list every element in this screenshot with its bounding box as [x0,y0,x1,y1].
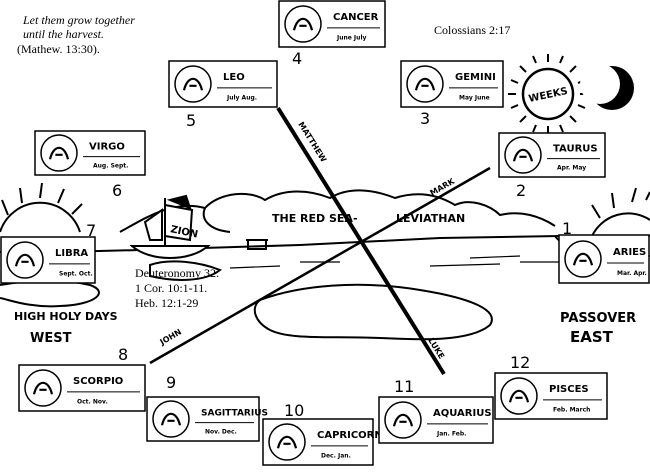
sign-card-gemini: GEMINI May June 3 [400,60,504,128]
virgin-icon-glyph [48,146,70,160]
ref-hebrews: Heb. 12:1-29 [135,296,198,310]
sign-name: TAURUS [553,143,598,154]
sign-number: 11 [394,377,414,396]
sign-name: AQUARIUS [433,408,492,419]
west-label: WEST [30,331,72,346]
sign-number: 6 [112,181,122,200]
twins-icon [406,65,444,103]
water-bearer-icon [384,401,422,439]
sign-card-virgo: VIRGO Aug. Sept. 6 [34,130,146,200]
lion-icon-glyph [182,77,204,91]
sign-name: LIBRA [55,248,88,259]
sign-card-leo: LEO July Aug. 5 [168,60,278,130]
leviathan-label: LEVIATHAN [396,212,465,225]
sign-card-aquarius: AQUARIUS Jan. Feb. 11 [378,377,494,444]
passover-label: PASSOVER [560,311,636,326]
sign-name: SCORPIO [73,376,123,387]
sign-name: LEO [223,72,245,83]
sign-name: CANCER [333,12,379,23]
sign-months: Sept. Oct. [59,270,93,277]
scales-icon [6,241,44,279]
sign-number: 5 [186,111,196,130]
sign-months: Feb. March [553,406,590,413]
bull-icon [504,136,542,174]
sign-number: 4 [292,49,302,68]
ship-zion: ZION [129,194,211,259]
goat-icon [268,423,306,461]
ref-corinthians: 1 Cor. 10:1-11. [135,281,207,295]
sign-number: 10 [284,401,304,420]
sign-months: Dec. Jan. [321,452,351,459]
sign-months: Mar. Apr. [617,270,647,277]
sign-number: 1 [562,219,572,238]
bull-icon-glyph [512,148,534,162]
sign-months: May June [459,94,490,101]
sign-number: 8 [118,345,128,364]
sign-name: SAGITTARIUS [201,408,268,418]
sign-card-sagittarius: SAGITTARIUS Nov. Dec. 9 [146,373,268,442]
weeks-sun: WEEKS [508,54,588,134]
fish-icon [500,377,538,415]
sign-card-pisces: PISCES Feb. March 12 [494,353,608,420]
sign-card-taurus: TAURUS Apr. May 2 [498,132,606,200]
twins-icon-glyph [414,77,436,91]
fish-icon-glyph [508,389,530,403]
ref-deuteronomy: Deuteronomy 32. [135,266,219,280]
sign-months: Jan. Feb. [436,430,466,437]
high-holy-days-label: HIGH HOLY DAYS [14,310,118,323]
gospel-lines [149,106,491,376]
sign-name: VIRGO [89,141,125,152]
water-bearer-icon-glyph [392,413,414,427]
scales-icon-glyph [14,253,36,267]
quote-ref: (Mathew. 13:30). [17,42,100,56]
goat-icon-glyph [276,435,298,449]
sign-months: June July [336,34,366,41]
sign-months: July Aug. [226,94,257,101]
virgin-icon [40,134,78,172]
sign-number: 9 [166,373,176,392]
red-sea-label: THE RED SEA- [272,212,358,225]
gospel-john: JOHN [158,327,183,347]
sign-name: PISCES [549,384,589,395]
ram-icon-glyph [572,252,594,266]
scorpion-icon [24,369,62,407]
crab-icon-glyph [292,17,314,31]
sign-months: Apr. May [557,165,586,172]
crab-icon [284,5,322,43]
sun-west [0,182,83,233]
sign-card-cancer: CANCER June July 4 [278,0,386,68]
sign-number: 2 [516,181,526,200]
lion-icon [174,65,212,103]
sign-card-libra: LIBRA Sept. Oct. 7 [0,221,96,284]
east-label: EAST [570,328,614,346]
crescent-moon [580,64,634,110]
quote-line2: until the harvest. [23,27,104,41]
archer-icon [152,400,190,438]
sign-months: Aug. Sept. [93,163,128,170]
sign-card-scorpio: SCORPIO Oct. Nov. 8 [18,345,146,412]
quote-line1: Let them grow together [22,13,135,27]
sign-number: 12 [510,353,530,372]
sign-card-capricorn: CAPRICORN Dec. Jan. 10 [262,401,383,466]
sign-card-aries: ARIES Mar. Apr. 1 [558,219,650,284]
sign-months: Nov. Dec. [205,429,237,436]
archer-icon-glyph [160,412,182,426]
sun-east [591,187,650,237]
sign-name: ARIES [613,247,646,258]
sign-name: GEMINI [455,72,496,83]
sign-number: 3 [420,109,430,128]
sign-number: 7 [86,221,96,240]
ram-icon [564,240,602,278]
colossians-ref: Colossians 2:17 [434,23,510,37]
sign-months: Oct. Nov. [77,398,108,405]
sign-name: CAPRICORN [317,430,383,441]
scorpion-icon-glyph [32,381,54,395]
